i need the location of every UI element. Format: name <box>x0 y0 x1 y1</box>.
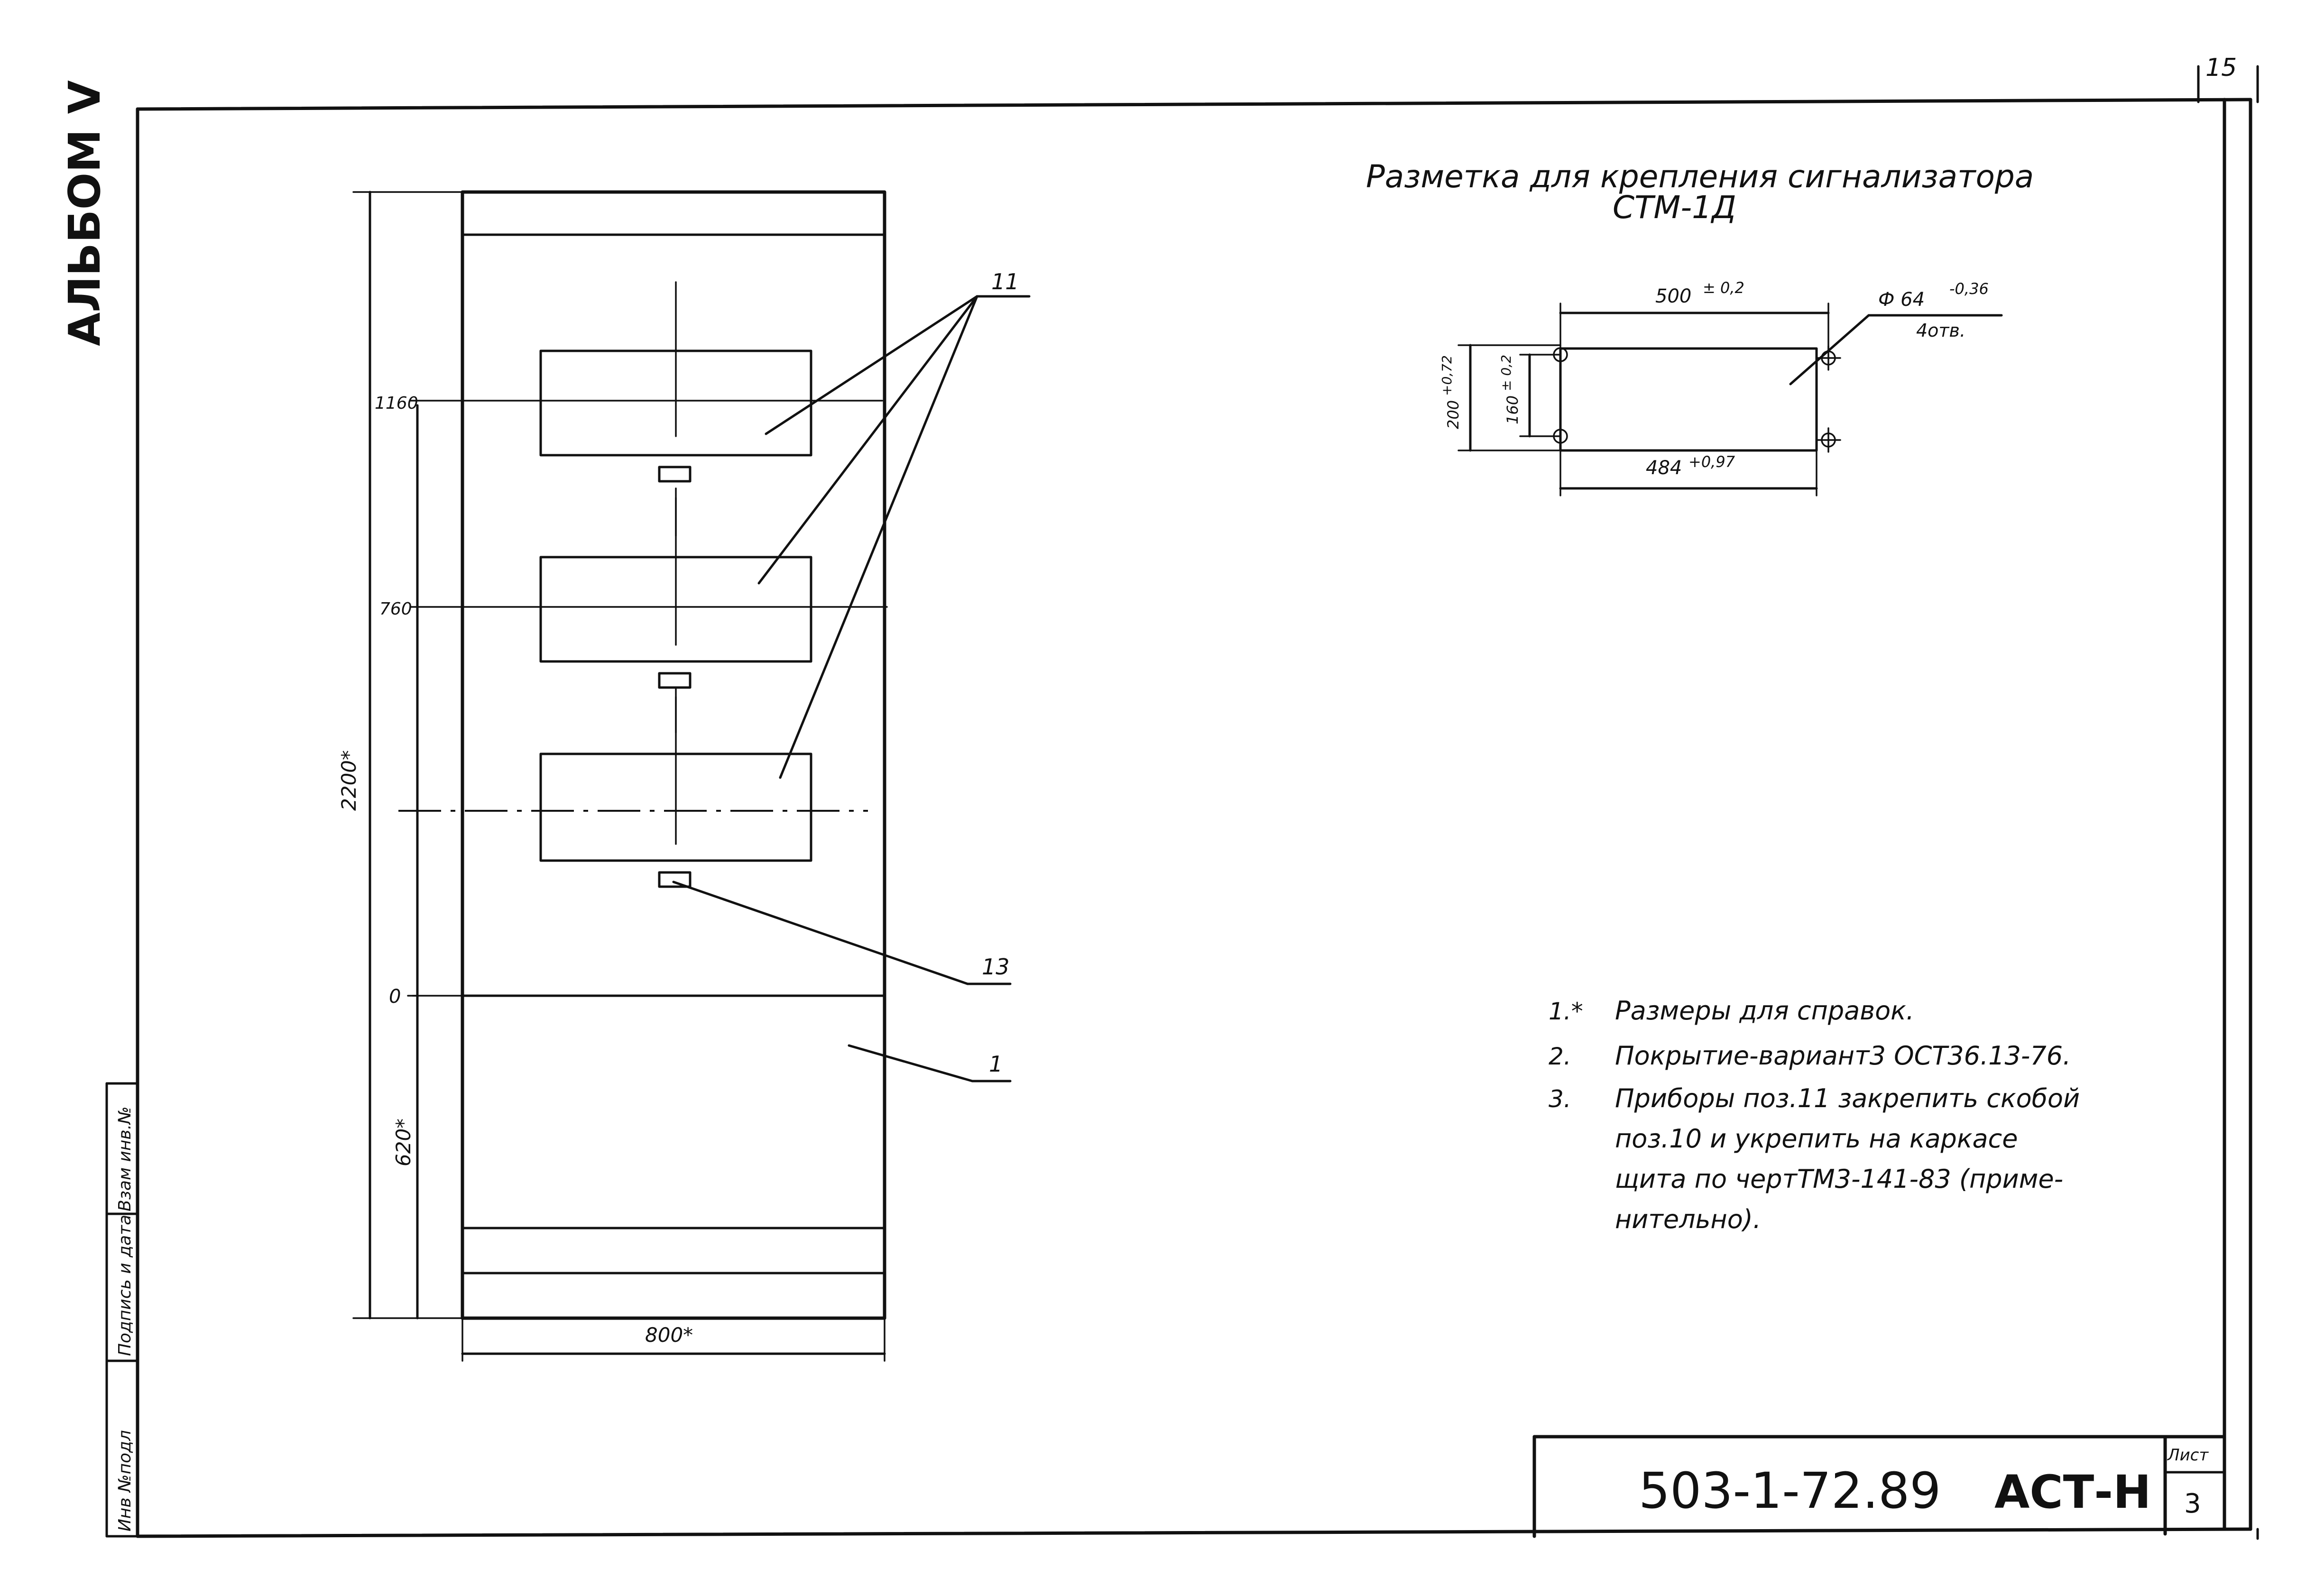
detail-rect <box>1559 347 1818 452</box>
dim-484-tol: +0,97 <box>1688 453 1735 471</box>
callout-13: 13 <box>672 881 1012 985</box>
instrument-1 <box>409 281 883 537</box>
callout-1: 1 <box>848 1044 1012 1082</box>
panel-outline <box>461 190 886 1320</box>
dim-height-total: 2200* <box>337 750 360 811</box>
stamp-vzam: Взам инв.№ <box>115 1106 135 1211</box>
callout-1-label: 1 <box>989 1051 1003 1077</box>
note-1-text: Размеры для справок. <box>1615 996 1914 1026</box>
callout-11: 11 <box>757 269 1031 779</box>
dim-hole: Ф 64 <box>1878 289 1925 311</box>
note-3-num: 3. <box>1549 1085 1571 1113</box>
title-block: 503-1-72.89 АСТ-Н Лист 3 <box>1532 1435 2226 1538</box>
dim-width: 800* <box>645 1323 693 1347</box>
note-3-line2: поз.10 и укрепить на каркасе <box>1615 1124 2018 1154</box>
side-stamp: Взам инв.№ Подпись и дата Инв №подл <box>105 1082 139 1538</box>
sheet-frame <box>136 65 2259 1540</box>
dim-0: 0 <box>389 986 401 1008</box>
album-label: АЛЬБОМ Ⅴ <box>59 80 110 346</box>
title-code: 503-1-72.89 <box>1639 1462 1941 1520</box>
instrument-3 <box>398 687 868 888</box>
sheet-number: 3 <box>2184 1488 2201 1519</box>
width-dimension: 800* <box>461 1317 886 1362</box>
callout-11-label: 11 <box>991 269 1019 294</box>
stamp-inv-orig: Инв №подл <box>115 1430 135 1532</box>
dim-holes-count: 4отв. <box>1916 320 1965 341</box>
dim-620: 620* <box>392 1119 415 1166</box>
dim-200-tol: +0,72 <box>1439 355 1455 396</box>
notes: 1.* Размеры для справок. 2. Покрытие-вар… <box>1549 996 2080 1234</box>
dim-hole-tol: -0,36 <box>1949 280 1989 298</box>
note-3-line3: щита по чертТМ3-141-83 (приме- <box>1615 1164 2063 1194</box>
dim-200: 200 <box>1444 400 1462 429</box>
stamp-sign-date: Подпись и дата <box>115 1215 135 1356</box>
note-3-line4: нительно). <box>1615 1204 1761 1234</box>
dim-1160: 1160 <box>375 394 418 413</box>
dim-760: 760 <box>379 599 412 619</box>
detail-title-line2: СТМ-1Д <box>1613 189 1736 226</box>
sheet-label: Лист <box>2167 1446 2209 1465</box>
vertical-dimensions: 2200* 1160 760 0 620* <box>337 191 463 1320</box>
detail-marking: Разметка для крепления сигнализатора СТМ… <box>1366 158 2034 496</box>
note-3-line1: Приборы поз.11 закрепить скобой <box>1615 1083 2080 1113</box>
dim-500: 500 <box>1655 285 1691 307</box>
dim-160-tol: ± 0,2 <box>1498 355 1514 391</box>
page-number: 15 <box>2205 54 2237 82</box>
title-suffix: АСТ-Н <box>1994 1466 2151 1519</box>
dim-500-tol: ± 0,2 <box>1703 279 1744 297</box>
note-2-num: 2. <box>1549 1043 1571 1070</box>
note-2-text: Покрытие-вариант3 ОСТ36.13-76. <box>1615 1041 2071 1071</box>
dim-484: 484 <box>1646 457 1682 479</box>
dim-160: 160 <box>1504 395 1522 424</box>
note-1-num: 1.* <box>1549 998 1583 1025</box>
detail-title-line1: Разметка для крепления сигнализатора <box>1366 158 2034 195</box>
callout-13-label: 13 <box>982 954 1010 980</box>
panel-front-view: 11 13 1 2200* 1160 760 0 620* <box>337 190 1031 1362</box>
instrument-2 <box>409 487 888 734</box>
